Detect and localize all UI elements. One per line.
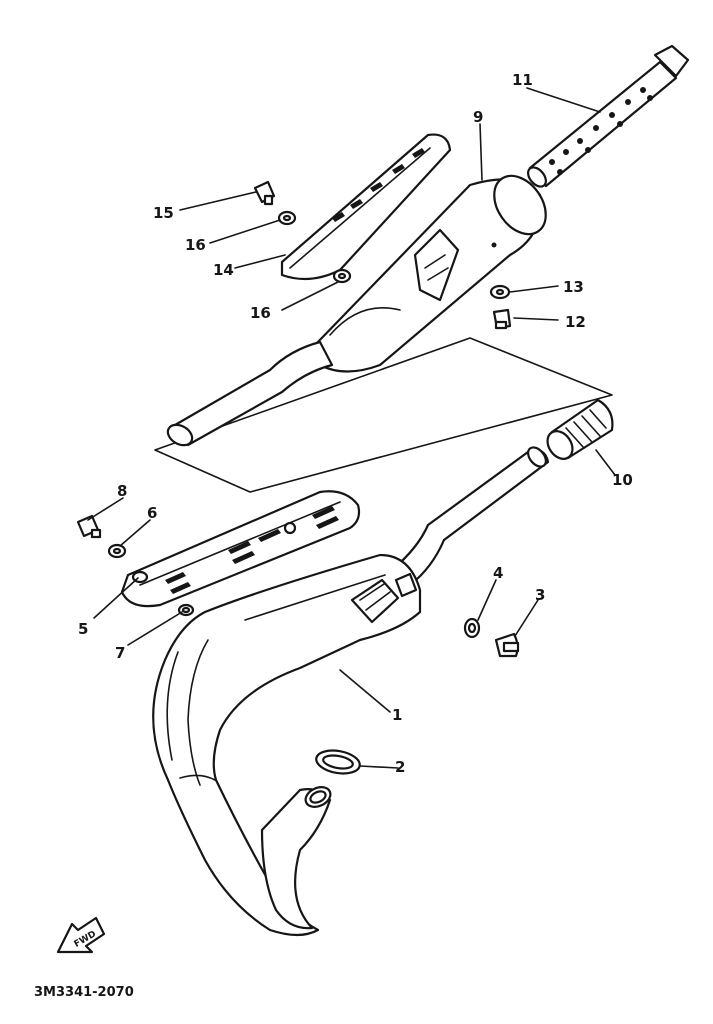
callout-1: 1 xyxy=(392,706,402,724)
callout-3: 3 xyxy=(535,586,545,604)
callout-12: 12 xyxy=(565,313,586,331)
bolt-part-15 xyxy=(253,180,276,206)
callout-7: 7 xyxy=(115,644,125,662)
callout-14: 14 xyxy=(213,261,234,279)
callout-9: 9 xyxy=(473,108,483,126)
nut-part-4 xyxy=(463,617,481,639)
bolt-part-12 xyxy=(492,308,512,330)
bolt-part-3 xyxy=(494,632,520,658)
callout-2: 2 xyxy=(395,758,405,776)
chamber-protector-part-5 xyxy=(120,490,361,608)
tail-pipe-part-11 xyxy=(527,44,690,188)
callout-labels: 1 2 3 4 5 6 7 8 9 10 11 12 13 14 15 16 1… xyxy=(78,71,633,776)
callout-10: 10 xyxy=(612,471,633,489)
callout-8: 8 xyxy=(117,482,127,500)
callout-11: 11 xyxy=(512,71,533,89)
diagram-code: 3M3341-2070 xyxy=(34,985,134,1000)
assembly-outline xyxy=(154,337,613,493)
washer-part-16-lower xyxy=(332,268,352,284)
muffler-protector-part-14 xyxy=(280,133,452,281)
callout-16-second: 16 xyxy=(250,304,271,322)
gasket-part-2 xyxy=(315,749,361,775)
callout-13: 13 xyxy=(563,278,584,296)
forward-arrow-icon: FWD xyxy=(56,916,106,954)
washer-part-7 xyxy=(177,603,195,617)
callout-4: 4 xyxy=(493,564,503,582)
exhaust-pipe-part-1 xyxy=(152,446,550,937)
washer-part-6 xyxy=(107,543,127,559)
joint-part-10 xyxy=(546,398,614,460)
callout-16: 16 xyxy=(185,236,206,254)
nut-part-13 xyxy=(489,284,511,300)
bolt-part-8 xyxy=(76,514,102,539)
callout-15: 15 xyxy=(153,204,174,222)
callout-6: 6 xyxy=(147,504,157,522)
muffler-part-9 xyxy=(166,174,547,447)
washer-part-16-upper xyxy=(277,210,297,226)
callout-5: 5 xyxy=(78,620,88,638)
leader-lines xyxy=(87,87,616,769)
